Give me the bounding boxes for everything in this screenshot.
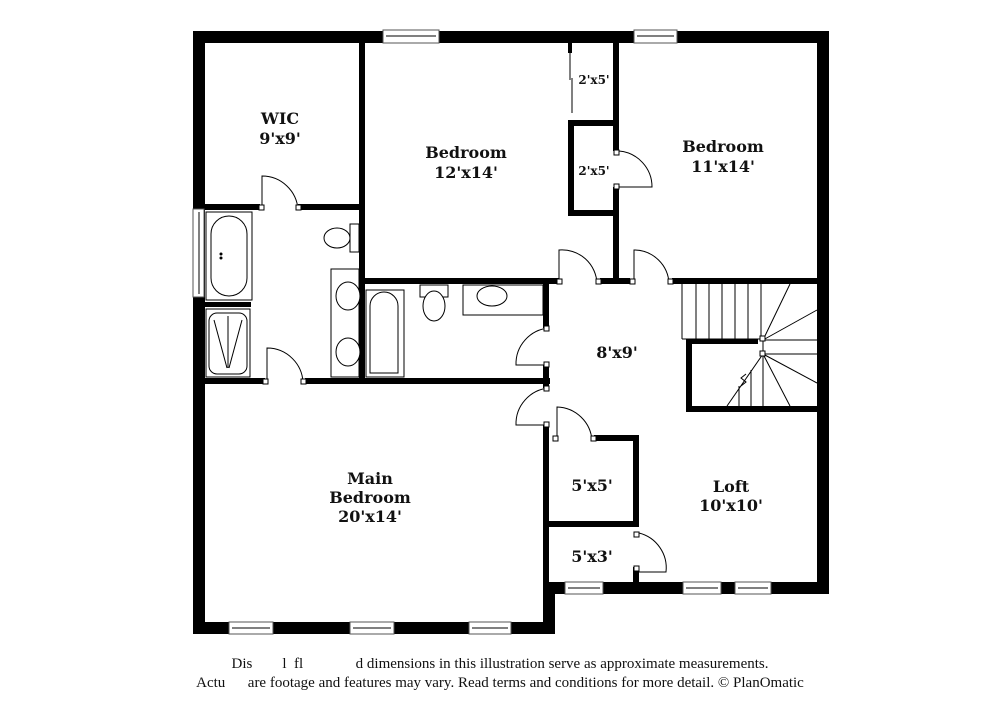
disclaimer-line-2: Actu are footage and features may vary. … — [196, 675, 804, 691]
room-dims-closet-b: 2'x5' — [578, 164, 609, 178]
room-dims-main-bedroom: 20'x14' — [338, 507, 402, 526]
windows — [192, 29, 772, 635]
room-dims-closet-c: 5'x5' — [571, 476, 613, 495]
staircase — [681, 283, 818, 407]
interior-walls — [205, 43, 817, 587]
room-name-main-bedroom-2: Bedroom — [329, 488, 411, 507]
room-dims-closet-d: 5'x3' — [571, 547, 613, 566]
room-dims-hall: 8'x9' — [596, 343, 638, 362]
master-bath-fixtures — [205, 211, 361, 378]
hall-bath-fixtures — [365, 284, 544, 378]
room-labels: WIC 9'x9' Bedroom 12'x14' 2'x5' 2'x5' Be… — [259, 73, 764, 566]
disclaimer-line-1: Dis l fl d dimensions in this illustrati… — [231, 656, 769, 672]
room-dims-wic: 9'x9' — [259, 129, 301, 148]
room-dims-bedroom-2: 12'x14' — [434, 163, 498, 182]
room-dims-loft: 10'x10' — [699, 496, 763, 515]
room-name-wic: WIC — [260, 109, 299, 128]
room-name-loft: Loft — [713, 477, 750, 496]
room-dims-bedroom-3: 11'x14' — [691, 157, 755, 176]
room-name-main-bedroom-1: Main — [347, 469, 393, 488]
doors — [258, 53, 674, 573]
floor-plan: WIC 9'x9' Bedroom 12'x14' 2'x5' 2'x5' Be… — [192, 29, 829, 635]
room-name-bedroom-2: Bedroom — [425, 143, 507, 162]
room-name-bedroom-3: Bedroom — [682, 137, 764, 156]
room-dims-closet-a: 2'x5' — [578, 73, 609, 87]
